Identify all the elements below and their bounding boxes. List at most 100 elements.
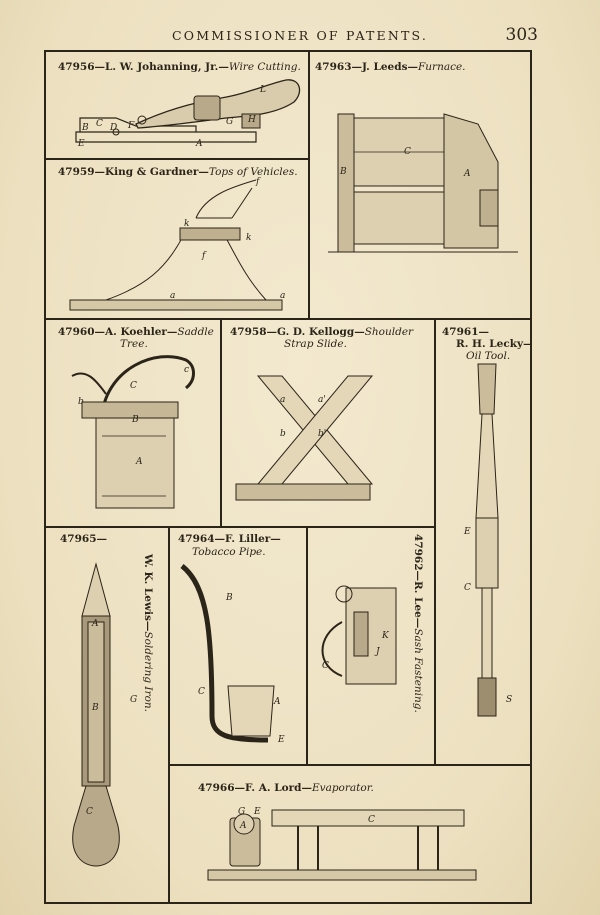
figure-letter: A	[463, 169, 471, 179]
figure-caption-line2: Tobacco Pipe.	[192, 546, 266, 558]
figure-letter: b	[78, 397, 84, 407]
figure-letter: C	[96, 119, 103, 129]
vehicle-top-drawing: f k k f a a	[69, 177, 285, 311]
invention-subject: Wire Cutting.	[228, 61, 301, 73]
figure-caption: 47965—	[60, 533, 107, 545]
invention-subject: Saddle	[177, 326, 214, 338]
figure-letter: G	[238, 807, 245, 817]
grid-divider	[308, 52, 310, 318]
patent-number: 47961	[442, 326, 479, 338]
figure-letter: C	[368, 815, 375, 825]
figure-letter: L	[259, 85, 266, 95]
figure-caption: 47956—L. W. Johanning, Jr.—Wire Cutting.	[58, 61, 301, 73]
figure-letter: C	[198, 687, 205, 697]
figure-caption-line2: Tree.	[120, 338, 148, 350]
sash-fastening-drawing: K J C	[321, 585, 397, 685]
figure-letter: A	[273, 697, 281, 707]
grid-divider	[220, 318, 222, 526]
figure-letter: k	[246, 233, 251, 243]
figure-letter: C	[404, 147, 411, 157]
figure-letter: C	[130, 381, 137, 391]
soldering-iron-drawing: A B G C	[72, 562, 137, 867]
figure-letter: f	[255, 177, 261, 187]
figure-letter: B	[131, 415, 139, 425]
page-number: 303	[505, 25, 538, 45]
patent-number: 47958	[230, 326, 267, 338]
figure-caption-line2: R. H. Lecky—	[456, 338, 530, 350]
figure-letter: a	[280, 395, 285, 405]
figure-letter: B	[339, 167, 347, 177]
running-head: COMMISSIONER OF PATENTS. 303	[0, 25, 600, 50]
figure-letter: E	[253, 807, 261, 817]
invention-subject: Furnace.	[418, 61, 466, 73]
patent-number: 47963	[315, 61, 352, 73]
inventor-name: R. H. Lecky—	[456, 338, 530, 350]
figure-letter: S	[506, 695, 512, 705]
figure-letter: H	[247, 115, 256, 125]
patent-number: 47956	[58, 61, 95, 73]
figure-letter: A	[239, 821, 247, 831]
inventor-name: —G. D. Kellogg—	[266, 326, 365, 338]
figure-letter: a	[170, 291, 175, 301]
invention-subject: Shoulder	[364, 326, 414, 338]
figure-caption-line3: Oil Tool.	[466, 350, 510, 362]
figure-letter: a	[280, 291, 285, 301]
figure-letter: A	[135, 457, 143, 467]
patent-number: 47959	[58, 166, 95, 178]
inventor-name: —King & Gardner—	[94, 166, 209, 178]
tobacco-pipe-drawing: B C A E	[180, 564, 285, 745]
figure-letter: C	[322, 661, 329, 671]
invention-subject: Evaporator.	[311, 782, 374, 794]
figure-letter: G	[226, 117, 233, 127]
figure-47959: 47959—King & Gardner—Tops of Vehicles. f…	[46, 158, 306, 316]
figure-47965: 47965— W. K. Lewis—Soldering Iron. A B G…	[46, 526, 166, 902]
grid-divider	[168, 764, 532, 766]
grid-divider	[168, 526, 170, 904]
patent-number: 47960	[58, 326, 95, 338]
inventor-name: —J. Leeds—	[351, 61, 418, 73]
figure-letter: E	[77, 139, 85, 149]
figure-letter: A	[91, 619, 99, 629]
furnace-drawing: C B A	[328, 113, 518, 253]
figure-letter: C	[86, 807, 93, 817]
invention-subject: Oil Tool.	[466, 350, 511, 362]
figure-47958: 47958—G. D. Kellogg—Shoulder Strap Slide…	[222, 318, 434, 524]
figure-letter: c	[184, 365, 189, 375]
inventor-name: —F. A. Lord—	[234, 782, 312, 794]
patent-number: 47966	[198, 782, 235, 794]
caption-dash: —	[478, 326, 490, 338]
figure-caption: 47960—A. Koehler—Saddle	[58, 326, 214, 338]
figure-47956: 47956—L. W. Johanning, Jr.—Wire Cutting.…	[46, 52, 306, 156]
figure-caption-line2: Strap Slide.	[284, 338, 347, 350]
grid-divider	[306, 526, 308, 764]
patent-number: 47965	[60, 533, 97, 545]
figure-letter: C	[464, 583, 471, 593]
figure-caption: 47964—F. Liller—	[178, 533, 281, 545]
figure-letter: J	[374, 647, 381, 657]
figure-47963: 47963—J. Leeds—Furnace. C B A	[308, 52, 530, 316]
figure-grid	[44, 50, 532, 904]
figure-letter: B	[81, 123, 89, 133]
figure-letter: E	[277, 735, 285, 745]
inventor-name: —F. Liller—	[214, 533, 281, 545]
invention-subject: Strap Slide.	[284, 338, 347, 350]
figure-caption: 47963—J. Leeds—Furnace.	[315, 61, 466, 73]
running-title: COMMISSIONER OF PATENTS.	[172, 28, 429, 43]
figure-47966: 47966—F. A. Lord—Evaporator. G E A C	[168, 764, 530, 902]
figure-letter: B	[225, 593, 233, 603]
grid-divider	[434, 318, 436, 764]
figure-letter: b	[280, 429, 286, 439]
saddle-tree-drawing: c C b B A	[71, 355, 195, 509]
figure-caption: 47966—F. A. Lord—Evaporator.	[198, 782, 374, 794]
figure-letter: b'	[318, 429, 326, 439]
figure-caption: 47959—King & Gardner—Tops of Vehicles.	[58, 166, 298, 178]
figure-letter: K	[381, 631, 390, 641]
figure-letter: a'	[318, 395, 326, 405]
grid-divider	[46, 318, 532, 320]
figure-letter: A	[195, 139, 203, 149]
figure-letter: f	[201, 251, 207, 261]
evaporator-drawing: G E A C	[207, 807, 477, 881]
figure-letter: G	[130, 695, 137, 705]
grid-divider	[46, 158, 308, 160]
